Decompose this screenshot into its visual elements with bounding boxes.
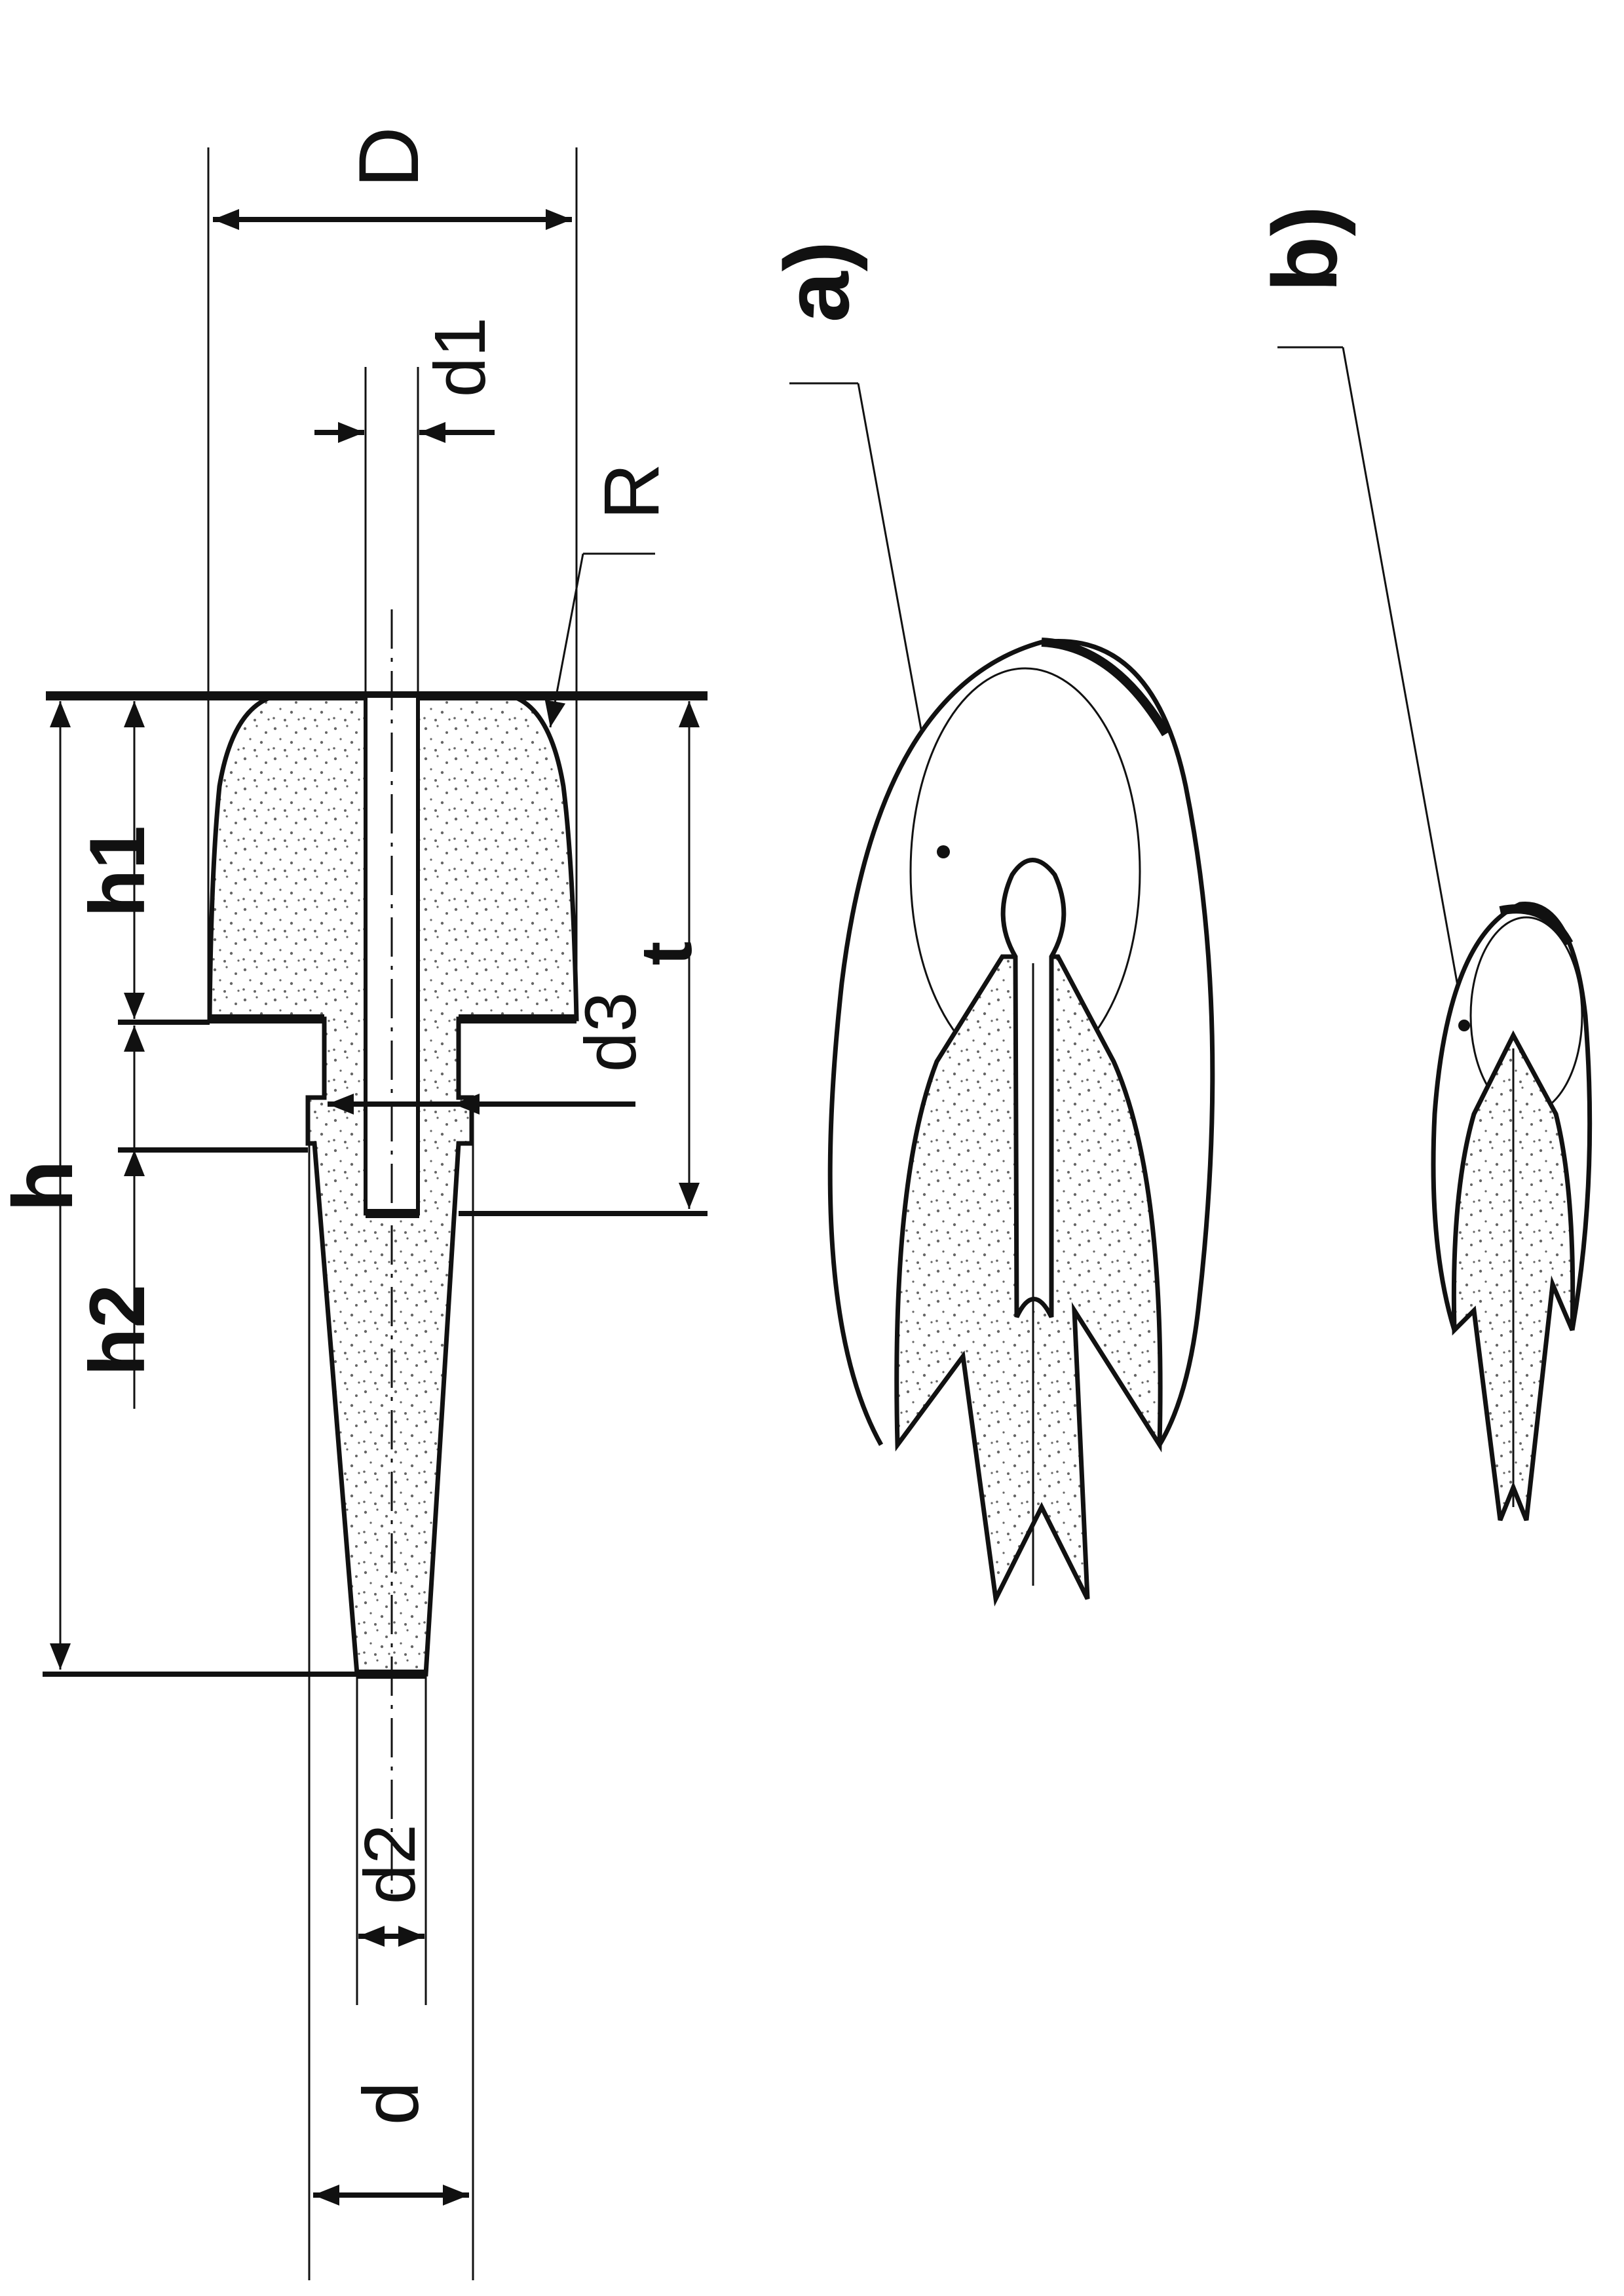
label-d1: d1 — [420, 317, 500, 397]
label-d2: d2 — [350, 1824, 430, 1904]
view-a — [789, 382, 1215, 1607]
label-a: a) — [765, 241, 868, 322]
label-h2: h2 — [73, 1284, 161, 1376]
label-R: R — [588, 463, 675, 520]
label-b: b) — [1253, 206, 1356, 292]
label-h1: h1 — [73, 826, 161, 917]
plug-section — [207, 609, 579, 1900]
label-t: t — [626, 942, 707, 966]
view-b — [1277, 346, 1593, 1521]
label-d: d — [347, 2082, 435, 2126]
dimensions — [43, 147, 708, 2280]
label-d3: d3 — [571, 992, 651, 1072]
label-D: D — [341, 126, 436, 188]
label-h: h — [0, 1160, 90, 1212]
